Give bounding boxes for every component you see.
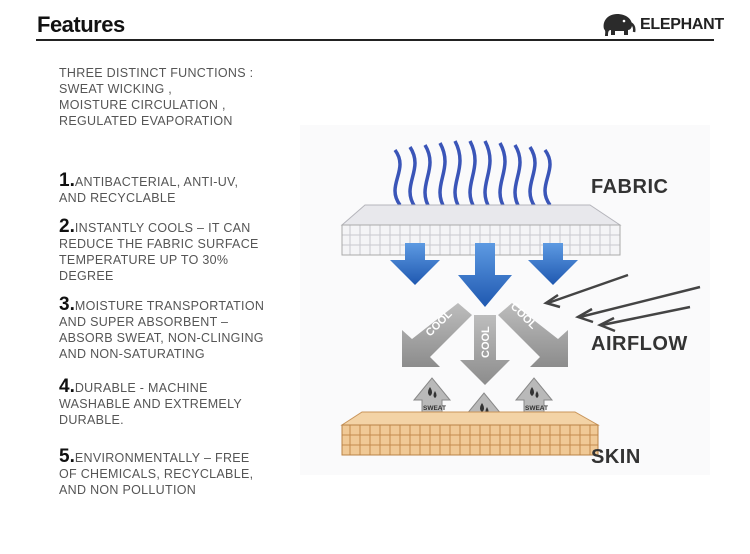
- airflow-label: AIRFLOW: [591, 333, 688, 355]
- feature-3: 3.MOISTURE TRANSPORTATION AND SUPER ABSO…: [59, 294, 299, 362]
- intro-line: MOISTURE CIRCULATION ,: [59, 98, 226, 112]
- feature-text: INSTANTLY COOLS – IT CAN: [74, 221, 251, 235]
- skin-layer: [340, 411, 600, 456]
- feature-number: 2.: [59, 216, 75, 237]
- feature-4: 4.DURABLE - MACHINE WASHABLE AND EXTREME…: [59, 376, 299, 428]
- feature-number: 3.: [59, 294, 75, 315]
- skin-label: SKIN: [591, 446, 641, 468]
- header: Features ELEPHANT: [0, 0, 750, 44]
- cool-label: COOL: [480, 326, 492, 358]
- feature-text: WASHABLE AND EXTREMELY: [59, 397, 243, 411]
- feature-1: 1.ANTIBACTERIAL, ANTI-UV, AND RECYCLABLE: [59, 170, 299, 206]
- sweat-label: SWEAT: [423, 405, 446, 412]
- intro-line: REGULATED EVAPORATION: [59, 114, 233, 128]
- feature-text: ENVIRONMENTALLY – FREE: [74, 451, 250, 465]
- brand-logo: ELEPHANT: [600, 11, 724, 37]
- feature-text: AND NON POLLUTION: [59, 483, 197, 497]
- brand-name: ELEPHANT: [640, 16, 724, 33]
- elephant-icon: [603, 14, 636, 36]
- droplet-icon: [428, 387, 539, 414]
- feature-text: AND SUPER ABSORBENT –: [59, 315, 229, 329]
- feature-text: DEGREE: [59, 269, 114, 283]
- feature-number: 4.: [59, 376, 75, 397]
- sweat-label: SWEAT: [525, 405, 548, 412]
- feature-text: AND RECYCLABLE: [59, 191, 176, 205]
- feature-text: ANTIBACTERIAL, ANTI-UV,: [74, 175, 239, 189]
- feature-text: AND NON-SATURATING: [59, 347, 205, 361]
- feature-2: 2.INSTANTLY COOLS – IT CAN REDUCE THE FA…: [59, 216, 299, 284]
- heat-waves: [393, 140, 552, 210]
- page-title: Features: [37, 12, 125, 37]
- feature-text: DURABLE.: [59, 413, 124, 427]
- feature-5: 5.ENVIRONMENTALLY – FREE OF CHEMICALS, R…: [59, 446, 299, 498]
- diagram-graphic: COOL COOL COOL SWEAT SWEAT SWEAT: [280, 125, 720, 485]
- feature-text: ABSORB SWEAT, NON-CLINGING: [59, 331, 264, 345]
- header-divider: [36, 39, 714, 41]
- feature-text: OF CHEMICALS, RECYCLABLE,: [59, 467, 254, 481]
- cool-arrows: [402, 303, 568, 385]
- fabric-diagram: COOL COOL COOL SWEAT SWEAT SWEAT: [280, 125, 720, 485]
- intro-line: SWEAT WICKING ,: [59, 82, 173, 96]
- airflow-arrows: [543, 273, 701, 333]
- fabric-label: FABRIC: [591, 176, 669, 198]
- intro-line: THREE DISTINCT FUNCTIONS :: [59, 66, 254, 80]
- intro-text: THREE DISTINCT FUNCTIONS : SWEAT WICKING…: [59, 65, 289, 129]
- feature-text: TEMPERATURE UP TO 30%: [59, 253, 229, 267]
- feature-text: DURABLE - MACHINE: [74, 381, 208, 395]
- blue-arrows: [390, 243, 578, 307]
- feature-number: 1.: [59, 170, 75, 191]
- feature-text: MOISTURE TRANSPORTATION: [74, 299, 265, 313]
- feature-number: 5.: [59, 446, 75, 467]
- feature-text: REDUCE THE FABRIC SURFACE: [59, 237, 259, 251]
